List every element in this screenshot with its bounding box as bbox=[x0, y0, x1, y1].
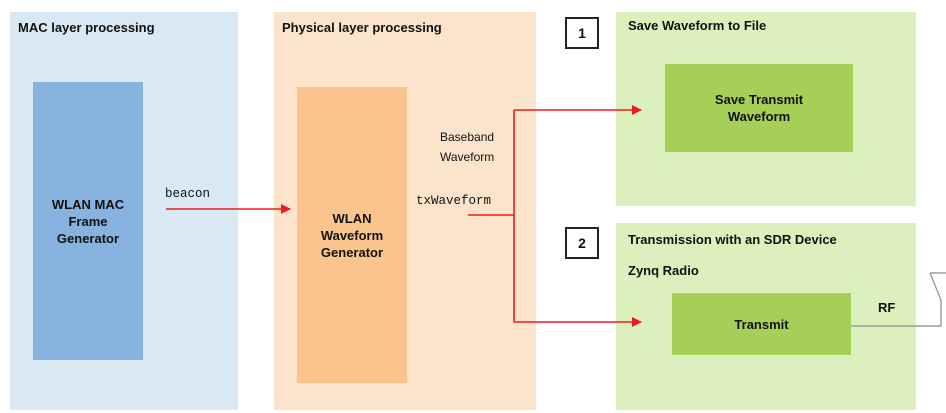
transmit-block: Transmit bbox=[672, 293, 851, 355]
sdr-panel-title: Transmission with an SDR Device bbox=[628, 232, 837, 247]
txwaveform-label: txWaveform bbox=[416, 194, 492, 208]
mac-layer-panel: MAC layer processing WLAN MAC Frame Gene… bbox=[10, 12, 238, 410]
wlan-waveform-generator-block: WLAN Waveform Generator bbox=[297, 87, 407, 383]
save-panel-title: Save Waveform to File bbox=[628, 18, 767, 33]
physical-layer-panel: Physical layer processing WLAN Waveform … bbox=[274, 12, 536, 410]
mac-panel-title: MAC layer processing bbox=[18, 20, 155, 35]
antenna-icon bbox=[929, 272, 946, 326]
save-waveform-panel: Save Waveform to File Save Transmit Wave… bbox=[616, 12, 916, 206]
option-1-number-box: 1 bbox=[565, 17, 599, 49]
save-transmit-waveform-block: Save Transmit Waveform bbox=[665, 64, 853, 152]
option-1-number: 1 bbox=[578, 25, 586, 41]
baseband-waveform-label: Baseband Waveform bbox=[440, 130, 495, 164]
phy-panel-title: Physical layer processing bbox=[282, 20, 442, 35]
phy-block-label: WLAN Waveform Generator bbox=[320, 210, 384, 260]
mac-block-label: WLAN MAC Frame Generator bbox=[51, 196, 125, 246]
transmit-block-label: Transmit bbox=[734, 316, 789, 332]
wlan-mac-frame-generator-block: WLAN MAC Frame Generator bbox=[33, 82, 143, 360]
beacon-label: beacon bbox=[165, 187, 211, 201]
sdr-transmission-panel: Transmission with an SDR Device Zynq Rad… bbox=[616, 223, 916, 410]
option-2-number-box: 2 bbox=[565, 227, 599, 259]
rf-label: RF bbox=[878, 300, 896, 315]
option-2-number: 2 bbox=[578, 235, 586, 251]
zynq-radio-label: Zynq Radio bbox=[628, 263, 699, 278]
save-block-label: Save Transmit Waveform bbox=[714, 92, 804, 124]
